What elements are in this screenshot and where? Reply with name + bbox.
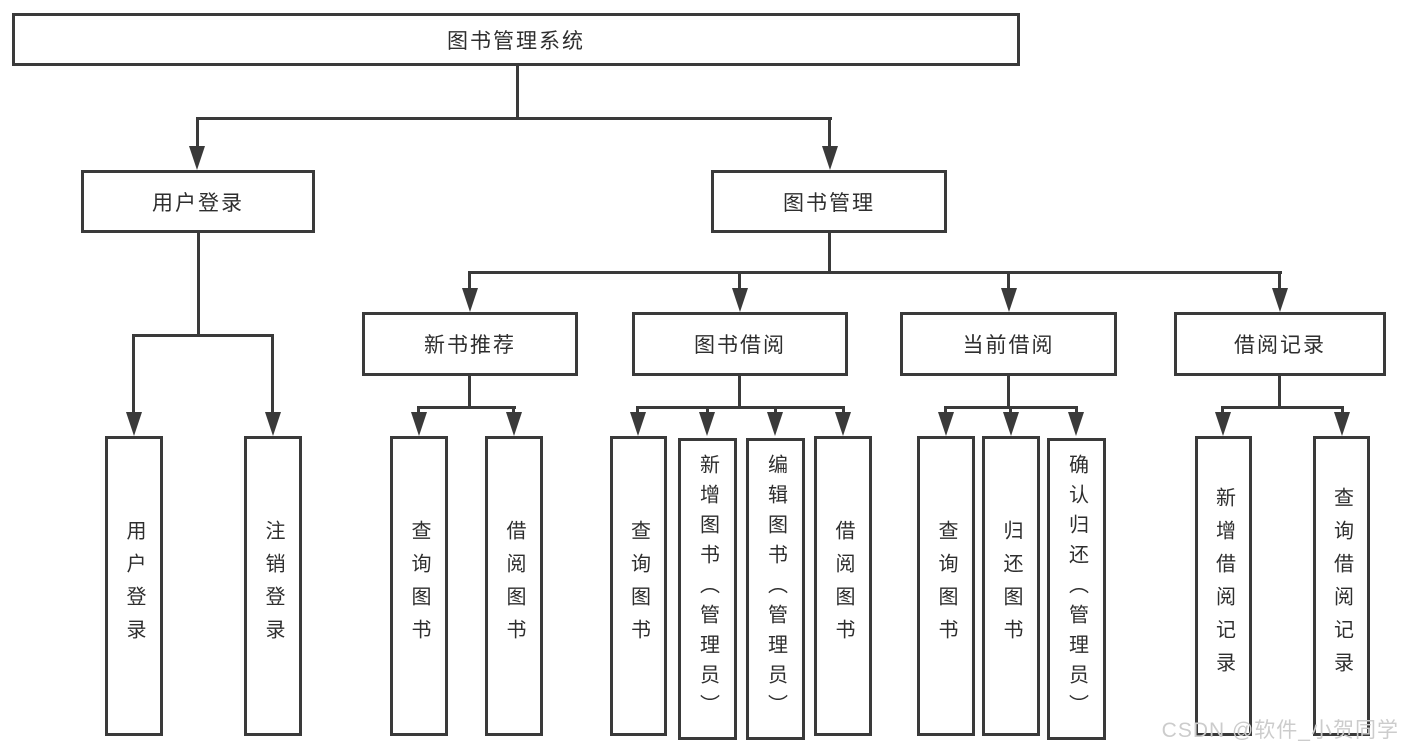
node-label: 查询图书 xyxy=(627,520,650,652)
connector-current-borrow-trunk xyxy=(1007,376,1010,409)
leaf-query-borrow-record: 查询借阅记录 xyxy=(1313,436,1370,736)
node-book-management: 图书管理 xyxy=(711,170,947,233)
connector-borrow-record-branch xyxy=(1221,406,1344,409)
connector-new-book-trunk xyxy=(468,376,471,409)
node-book-borrowing: 图书借阅 xyxy=(632,312,848,376)
connector-stem-leaf xyxy=(636,406,639,414)
connector-level2-branch xyxy=(196,117,832,120)
node-root: 图书管理系统 xyxy=(12,13,1020,66)
node-label: 新书推荐 xyxy=(424,334,516,357)
leaf-logout-login: 注销登录 xyxy=(244,436,302,736)
connector-stem-book-management xyxy=(828,117,831,150)
node-label: 借阅图书 xyxy=(503,520,525,652)
leaf-edit-book-admin: 编辑图书（管理员） xyxy=(746,438,805,740)
leaf-borrow-books-borrow: 借阅图书 xyxy=(814,436,872,736)
connector-stem-level3 xyxy=(1278,271,1281,291)
leaf-query-books-newbook: 查询图书 xyxy=(390,436,448,736)
connector-stem-leaf xyxy=(132,334,135,414)
arrow-down-icon xyxy=(732,288,748,312)
connector-book-borrow-branch xyxy=(636,406,845,409)
connector-stem-leaf xyxy=(1341,406,1344,414)
leaf-query-books-current: 查询图书 xyxy=(917,436,975,736)
connector-stem-leaf xyxy=(774,406,777,414)
connector-stem-leaf xyxy=(417,406,420,414)
connector-stem-leaf xyxy=(842,406,845,414)
connector-stem-leaf xyxy=(944,406,947,414)
connector-book-management-trunk xyxy=(828,233,831,274)
leaf-confirm-return-admin: 确认归还（管理员） xyxy=(1047,438,1106,740)
node-new-book-recommendation: 新书推荐 xyxy=(362,312,578,376)
leaf-user-login: 用户登录 xyxy=(105,436,163,736)
connector-stem-level3 xyxy=(468,271,471,291)
arrow-down-icon xyxy=(1334,412,1350,436)
node-label: 查询图书 xyxy=(408,520,430,652)
leaf-borrow-books-newbook: 借阅图书 xyxy=(485,436,543,736)
node-borrowing-records: 借阅记录 xyxy=(1174,312,1386,376)
arrow-down-icon xyxy=(126,412,142,436)
connector-stem-level3 xyxy=(1007,271,1010,291)
connector-stem-leaf xyxy=(1009,406,1012,414)
connector-stem-leaf xyxy=(706,406,709,414)
connector-stem-level3 xyxy=(738,271,741,291)
arrow-down-icon xyxy=(1068,412,1084,436)
connector-stem-leaf xyxy=(271,334,274,414)
node-label: 新增图书（管理员） xyxy=(696,454,719,724)
arrow-down-icon xyxy=(189,146,205,170)
connector-root-trunk xyxy=(516,66,519,119)
node-label: 查询借阅记录 xyxy=(1330,487,1353,685)
connector-stem-leaf xyxy=(1221,406,1224,414)
arrow-down-icon xyxy=(835,412,851,436)
arrow-down-icon xyxy=(1003,412,1019,436)
node-label: 图书借阅 xyxy=(694,334,786,357)
connector-user-login-trunk xyxy=(197,233,200,337)
arrow-down-icon xyxy=(1001,288,1017,312)
node-label: 借阅图书 xyxy=(832,520,854,652)
arrow-down-icon xyxy=(938,412,954,436)
node-label: 用户登录 xyxy=(123,520,145,652)
node-label: 查询图书 xyxy=(935,520,957,652)
connector-new-book-branch xyxy=(417,406,516,409)
connector-user-login-branch xyxy=(132,334,274,337)
connector-stem-leaf xyxy=(512,406,515,414)
leaf-query-books-borrow: 查询图书 xyxy=(610,436,667,736)
node-user-login: 用户登录 xyxy=(81,170,315,233)
arrow-down-icon xyxy=(1215,412,1231,436)
connector-borrow-record-trunk xyxy=(1278,376,1281,409)
connector-book-borrow-trunk xyxy=(738,376,741,409)
arrow-down-icon xyxy=(265,412,281,436)
connector-stem-user-login xyxy=(196,117,199,150)
arrow-down-icon xyxy=(699,412,715,436)
arrow-down-icon xyxy=(462,288,478,312)
connector-stem-leaf xyxy=(1075,406,1078,414)
node-label: 归还图书 xyxy=(1000,520,1022,652)
arrow-down-icon xyxy=(767,412,783,436)
node-label: 确认归还（管理员） xyxy=(1065,454,1088,724)
node-label: 借阅记录 xyxy=(1234,334,1326,357)
leaf-return-book: 归还图书 xyxy=(982,436,1040,736)
node-label: 当前借阅 xyxy=(962,334,1055,357)
leaf-add-borrow-record: 新增借阅记录 xyxy=(1195,436,1252,736)
connector-level3-branch xyxy=(468,271,1282,274)
node-label: 图书管理系统 xyxy=(447,29,585,53)
node-label: 用户登录 xyxy=(152,191,244,215)
watermark-text: CSDN @软件_小贺同学 xyxy=(1161,719,1399,742)
arrow-down-icon xyxy=(1272,288,1288,312)
node-label: 图书管理 xyxy=(783,191,875,215)
node-label: 新增借阅记录 xyxy=(1212,487,1235,685)
node-label: 注销登录 xyxy=(262,520,284,652)
leaf-add-book-admin: 新增图书（管理员） xyxy=(678,438,737,740)
arrow-down-icon xyxy=(822,146,838,170)
arrow-down-icon xyxy=(630,412,646,436)
node-label: 编辑图书（管理员） xyxy=(764,454,787,724)
arrow-down-icon xyxy=(411,412,427,436)
arrow-down-icon xyxy=(506,412,522,436)
node-current-borrowing: 当前借阅 xyxy=(900,312,1117,376)
